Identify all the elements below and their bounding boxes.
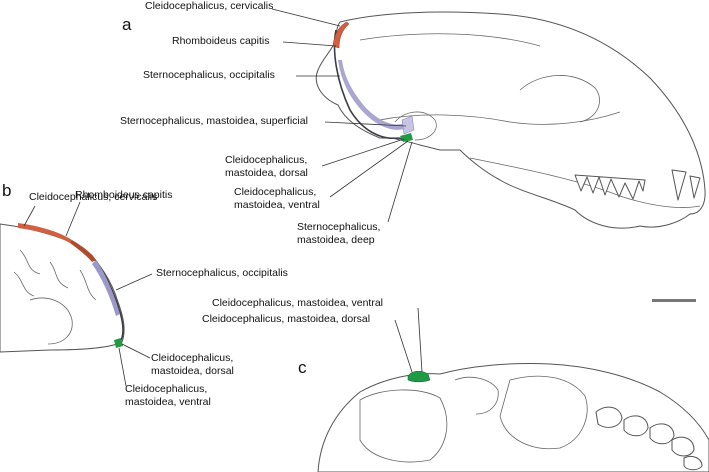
leader-b-cleido-cervicalis: [23, 205, 36, 227]
label-a-cleido-dorsal-line2: mastoidea, dorsal: [225, 167, 308, 179]
label-c-cleido-ventral: Cleidocephalicus, mastoidea, ventral: [212, 297, 383, 309]
leader-b-cleido-dorsal: [121, 343, 151, 359]
panel-a-letter: a: [122, 15, 132, 34]
label-a-sterno-superficial: Sternocephalicus, mastoidea, superficial: [120, 115, 308, 127]
panel-b-skull-outline: [0, 223, 125, 353]
rhomboideus-capitis-area-b: [70, 240, 96, 262]
sternocephalicus-mastoidea-superficial-area-a: [401, 115, 415, 135]
panel-a-skull-outline: [315, 11, 706, 229]
panel-c-palate: [499, 375, 588, 450]
leader-b-cleido-ventral: [118, 347, 127, 387]
panel-a-orbit: [519, 75, 600, 123]
leader-c-cleido-ventral: [417, 307, 423, 373]
panel-a-teeth: [574, 169, 701, 201]
leader-a-cleido-dorsal: [321, 138, 405, 167]
label-a-rhomboideus: Rhomboideus capitis: [172, 35, 269, 47]
leader-a-sterno-deep: [387, 141, 413, 223]
label-b-cleido-ventral-line2: mastoidea, ventral: [125, 396, 211, 408]
panel-c-skull-outline: [317, 362, 709, 472]
scale-bar: [652, 299, 696, 302]
panel-c-teeth: [595, 406, 703, 471]
panel-c-foramen: [454, 376, 499, 415]
leader-a-rhomboideus: [282, 41, 337, 47]
label-a-sterno-deep-line2: mastoidea, deep: [297, 234, 375, 246]
cleidocephalicus-cervicalis-area-a: [332, 21, 350, 49]
label-a-sterno-occipitalis: Sternocephalicus, occipitalis: [143, 69, 275, 81]
panel-c-bulla: [359, 389, 448, 463]
panel-a-zygomatic-arch: [379, 111, 621, 125]
label-a-cleido-ventral-line2: mastoidea, ventral: [234, 199, 320, 211]
sternocephalicus-occipitalis-area-a: [338, 60, 406, 130]
label-b-cleido-cervicalis: Cleidocephalicus, cervicalis: [29, 191, 157, 203]
cleidocephalicus-mastoidea-area-a: [400, 133, 413, 142]
sternocephalicus-occipitalis-area-b: [92, 260, 120, 316]
label-b-rhomboideus: Rhomboideus capitis: [75, 189, 172, 201]
leader-c-cleido-dorsal: [394, 319, 413, 373]
cleidocephalicus-cervicalis-area-b: [18, 223, 72, 243]
panel-b-letter: b: [2, 181, 11, 200]
leader-a-cleido-ventral: [329, 140, 409, 198]
leader-a-cleido-cervicalis: [271, 8, 341, 27]
panel-a-braincase-ridge: [359, 33, 541, 47]
label-a-cleido-dorsal-line1: Cleidocephalicus,: [225, 154, 307, 166]
panel-a: a Cleidocephalicus, cervicalis Rhomboi: [120, 0, 706, 246]
panel-a-bulla: [394, 111, 437, 141]
label-b-cleido-dorsal-line2: mastoidea, dorsal: [151, 365, 234, 377]
panel-b-condyle: [29, 297, 73, 345]
panel-a-nuchal-crest-line: [333, 29, 411, 141]
leader-a-sterno-superficial: [324, 121, 407, 127]
leader-b-sterno-occipitalis: [115, 273, 153, 291]
label-a-cleido-ventral-line1: Cleidocephalicus,: [234, 186, 316, 198]
cleidocephalicus-mastoidea-area-c: [407, 371, 431, 383]
panel-a-mandible: [469, 157, 701, 208]
panel-b-texture: [13, 249, 97, 301]
label-b-cleido-dorsal-line1: Cleidocephalicus,: [151, 352, 233, 364]
panel-c-letter: c: [298, 358, 307, 377]
panel-c: c Cleidocephalicus, mastoidea, ventral C…: [202, 297, 709, 472]
leader-b-rhomboideus: [65, 201, 81, 237]
label-b-sterno-occipitalis: Sternocephalicus, occipitalis: [156, 267, 288, 279]
label-c-cleido-dorsal: Cleidocephalicus, mastoidea, dorsal: [202, 313, 370, 325]
cleidocephalicus-mastoidea-area-b: [114, 338, 123, 348]
label-a-sterno-deep-line1: Sternocephalicus,: [297, 221, 380, 233]
label-b-cleido-ventral-line1: Cleidocephalicus,: [125, 383, 207, 395]
label-a-cleido-cervicalis: Cleidocephalicus, cervicalis: [145, 0, 273, 12]
panel-b: b Cleidocephalicus, cervicalis Rhomboide…: [0, 181, 288, 408]
